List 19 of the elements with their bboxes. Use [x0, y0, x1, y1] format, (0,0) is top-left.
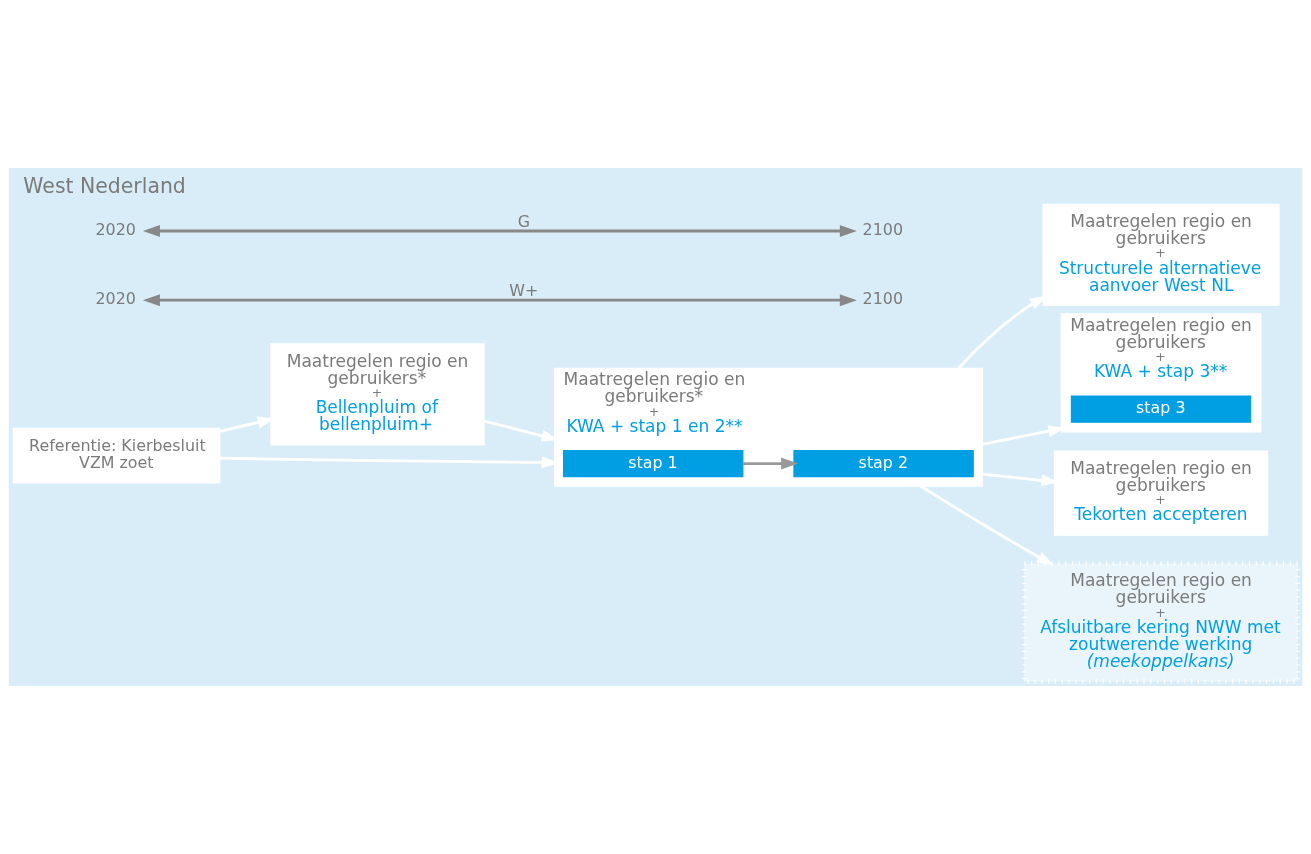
- node-box: Referentie: Kierbesluit VZM zoet: [12, 427, 221, 484]
- node-box: Maatregelen regio en gebruikers + Afsluitbare kering NWW met zoutwerende werking (meekoppelkans): [1022, 561, 1300, 684]
- arrow: [142, 225, 857, 237]
- edge-label: G: [517, 211, 531, 231]
- node-box: Maatregelen regio en gebruikers* + Bellenpluim of bellenpluim+: [270, 343, 485, 446]
- arrow: [920, 485, 1054, 566]
- node-text: 2100: [862, 220, 903, 240]
- node-text: 2020: [95, 289, 136, 309]
- node-box: stap 2: [793, 450, 974, 478]
- arrow: [743, 457, 799, 470]
- node-box: stap 3: [1070, 395, 1252, 423]
- node-box: stap 1: [563, 450, 744, 478]
- node-box: Maatregelen regio en gebruikers + Structurele alternatieve aanvoer West NL: [1042, 203, 1280, 306]
- arrow: [142, 294, 857, 307]
- diagram-title: West Nederland: [23, 174, 186, 199]
- node-text: 2100: [862, 289, 903, 309]
- node-text: 2020: [95, 220, 136, 240]
- edge-label: W+: [509, 280, 539, 300]
- node-box: Maatregelen regio en gebruikers + Tekorten accepteren: [1053, 450, 1269, 536]
